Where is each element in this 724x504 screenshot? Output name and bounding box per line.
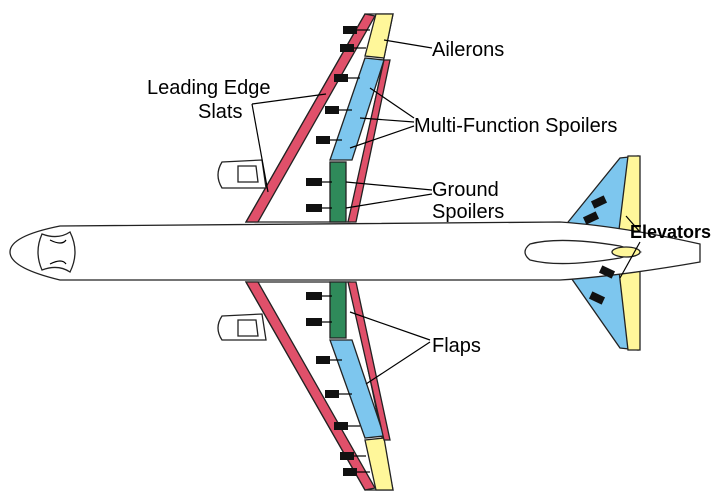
tail-cone bbox=[524, 239, 643, 265]
lower-aileron bbox=[364, 437, 394, 491]
hydraulic-actuator-icon bbox=[306, 178, 332, 186]
cockpit-windows bbox=[37, 231, 76, 273]
hydraulic-actuator-icon bbox=[582, 211, 600, 225]
lower-wing bbox=[244, 281, 394, 491]
label-slats-line2: Slats bbox=[198, 101, 242, 123]
hydraulic-actuator-icon bbox=[334, 74, 360, 82]
label-elevators: Elevators bbox=[630, 222, 711, 242]
upper-wing bbox=[244, 13, 394, 223]
upper-ground-spoilers bbox=[329, 161, 347, 223]
actuators bbox=[306, 26, 616, 476]
hydraulic-actuator-icon bbox=[316, 136, 342, 144]
hydraulic-actuator-icon bbox=[590, 195, 608, 209]
hydraulic-actuator-icon bbox=[325, 106, 352, 114]
labels: Ailerons Leading Edge Slats Multi-Functi… bbox=[147, 39, 711, 357]
label-flaps: Flaps bbox=[432, 335, 481, 357]
hydraulic-actuator-icon bbox=[588, 291, 606, 305]
upper-engine-nacelle-icon bbox=[217, 159, 267, 189]
lower-ground-spoilers bbox=[329, 281, 347, 339]
hydraulic-actuator-icon bbox=[306, 318, 332, 326]
hydraulic-actuator-icon bbox=[316, 356, 342, 364]
lower-engine-nacelle-icon bbox=[217, 313, 267, 341]
fuselage bbox=[9, 221, 701, 281]
upper-leading-edge-slats bbox=[244, 13, 377, 223]
hydraulic-actuator-icon bbox=[334, 422, 360, 430]
label-slats-line1: Leading Edge bbox=[147, 77, 270, 99]
hydraulic-actuator-icon bbox=[306, 204, 332, 212]
label-ailerons: Ailerons bbox=[432, 39, 504, 61]
hydraulic-actuator-icon bbox=[340, 452, 366, 460]
fuselage-body bbox=[9, 221, 701, 281]
upper-multi-function-spoilers bbox=[329, 57, 385, 161]
label-ground-line1: Ground bbox=[432, 179, 499, 201]
hydraulic-actuator-icon bbox=[343, 468, 370, 476]
hydraulic-actuator-icon bbox=[306, 292, 332, 300]
hydraulic-actuator-icon bbox=[325, 390, 352, 398]
leader-lines bbox=[251, 39, 641, 385]
hydraulic-actuator-icon bbox=[598, 265, 616, 279]
label-ground-line2: Spoilers bbox=[432, 201, 504, 223]
upper-aileron bbox=[364, 13, 394, 59]
lower-flap bbox=[347, 281, 391, 441]
hydraulic-actuator-icon bbox=[343, 26, 370, 34]
hydraulic-actuator-icon bbox=[340, 44, 366, 52]
label-multi-function-spoilers: Multi-Function Spoilers bbox=[414, 115, 617, 137]
